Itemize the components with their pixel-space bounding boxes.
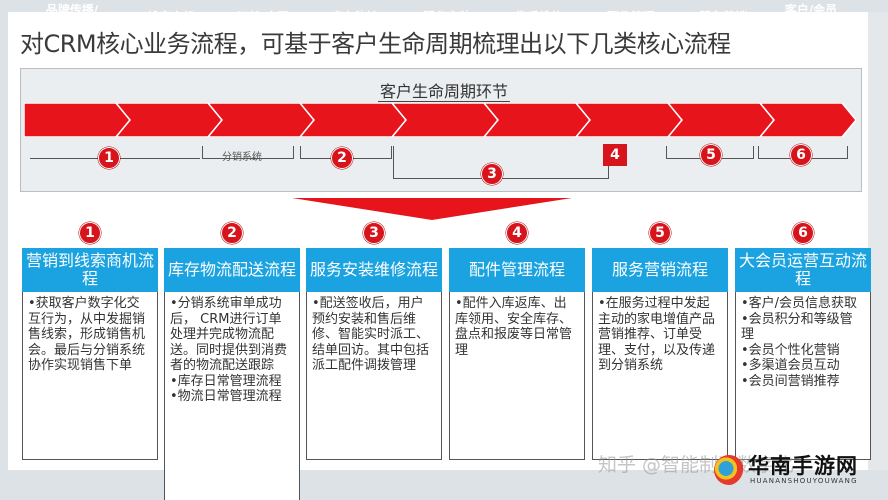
marker-4: 4 — [603, 144, 627, 166]
card-body: •配送签收后，用户预约安装和售后维修、智能实时派工、结单回访。其中包括派工配件调… — [306, 292, 442, 460]
card-body: •配件入库返库、出库领用、安全库存、盘点和报废等日常管理 — [449, 292, 585, 460]
stage-service-install: 服务安装 — [422, 10, 471, 24]
card-title: 服务营销流程 — [592, 248, 728, 292]
stage-parts-management: 配件管理 — [606, 10, 655, 24]
process-card-4: 4 配件管理流程 •配件入库返库、出库领用、安全库存、盘点和报废等日常管理 — [449, 222, 585, 460]
marker-5: 5 — [700, 144, 722, 166]
marker-6: 6 — [790, 144, 812, 166]
marker-1: 1 — [98, 147, 120, 169]
card-bullet: •库存日常管理流程 — [170, 373, 282, 389]
card-number: 5 — [649, 222, 671, 244]
card-number: 2 — [221, 222, 243, 244]
card-title: 大会员运营互动流程 — [735, 248, 871, 292]
card-number: 6 — [792, 222, 814, 244]
distribution-system-label: 分销系统 — [222, 152, 262, 163]
card-bullet: •客户/会员信息获取 — [741, 296, 858, 311]
marker-3: 3 — [481, 163, 503, 185]
chevron-row — [24, 103, 857, 137]
card-bullet: •在服务过程中发起主动的家电增值产品营销推荐、订单受理、支付，以及传递到分销系统 — [598, 296, 716, 373]
site-logo: 华南手游网 HUANANSHOUYOUWANG — [714, 455, 858, 485]
logo-main-text: 华南手游网 — [748, 454, 858, 478]
card-bullet: •配件入库返库、出库领用、安全库存、盘点和报废等日常管理 — [455, 296, 573, 358]
stage-leads: 线索商机 — [146, 10, 195, 24]
stage-inventory-logistics: 库存物流 — [330, 10, 379, 24]
process-card-6: 6 大会员运营互动流程 •客户/会员信息获取 •会员积分和等级管理 •会员个性化… — [735, 222, 871, 460]
card-number: 1 — [79, 222, 101, 244]
stage-service-marketing: 服务营销 — [698, 10, 747, 24]
marker-2: 2 — [331, 147, 353, 169]
page-title: 对CRM核心业务流程，可基于客户生命周期梳理出以下几类核心流程 — [20, 30, 731, 58]
card-bullet: •会员积分和等级管理 — [741, 311, 853, 343]
card-bullet: •配送签收后，用户预约安装和售后维修、智能实时派工、结单回访。其中包括派工配件调… — [312, 296, 430, 373]
card-title: 营销到线索商机流程 — [22, 248, 158, 292]
card-bullet: •分销系统审单成功后， CRM进行订单处理并完成物流配送。同时提供到消费者的物流… — [170, 296, 288, 373]
right-margin-strip — [868, 12, 888, 500]
card-number: 4 — [506, 222, 528, 244]
bracket-distribution — [202, 146, 294, 159]
card-title: 配件管理流程 — [449, 248, 585, 292]
down-arrow-icon — [292, 198, 572, 220]
stage-order-contract: 订单/合同 — [236, 10, 290, 24]
process-card-5: 5 服务营销流程 •在服务过程中发起主动的家电增值产品营销推荐、订单受理、支付，… — [592, 222, 728, 460]
card-title: 服务安装维修流程 — [306, 248, 442, 292]
stage-after-sales: 售后维修 — [514, 10, 563, 24]
card-body: •获取客户数字化交互行为，从中发掘销售线索，形成销售机会。最后与分销系统协作实现… — [22, 292, 158, 460]
card-bullet: •物流日常管理流程 — [170, 389, 282, 404]
lifecycle-title: 客户生命周期环节 — [377, 82, 510, 102]
card-body: •客户/会员信息获取 •会员积分和等级管理 •会员个性化营销 •多渠道会员互动 … — [735, 292, 871, 460]
card-title: 库存物流配送流程 — [164, 248, 300, 292]
card-body: •分销系统审单成功后， CRM进行订单处理并完成物流配送。同时提供到消费者的物流… — [164, 292, 300, 500]
card-bullet: •会员个性化营销 — [741, 342, 840, 358]
logo-icon — [714, 455, 744, 485]
process-card-1: 1 营销到线索商机流程 •获取客户数字化交互行为，从中发掘销售线索，形成销售机会… — [22, 222, 158, 460]
stage-brand-marketing: 品牌传播/营销促销 — [45, 3, 99, 31]
card-bullet: •会员间营销推荐 — [741, 373, 840, 389]
logo-sub-text: HUANANSHOUYOUWANG — [750, 477, 858, 485]
process-card-3: 3 服务安装维修流程 •配送签收后，用户预约安装和售后维修、智能实时派工、结单回… — [306, 222, 442, 460]
card-bullet: •多渠道会员互动 — [741, 358, 840, 373]
card-body: •在服务过程中发起主动的家电增值产品营销推荐、订单受理、支付，以及传递到分销系统 — [592, 292, 728, 460]
zhihu-watermark: 知乎 @智能制造数字化 — [598, 454, 795, 476]
card-number: 3 — [363, 222, 385, 244]
card-bullet: •获取客户数字化交互行为，从中发掘销售线索，形成销售机会。最后与分销系统协作实现… — [28, 296, 146, 373]
stage-customer-member: 客户/会员互动 — [784, 3, 838, 31]
process-card-2: 2 库存物流配送流程 •分销系统审单成功后， CRM进行订单处理并完成物流配送。… — [164, 222, 300, 500]
